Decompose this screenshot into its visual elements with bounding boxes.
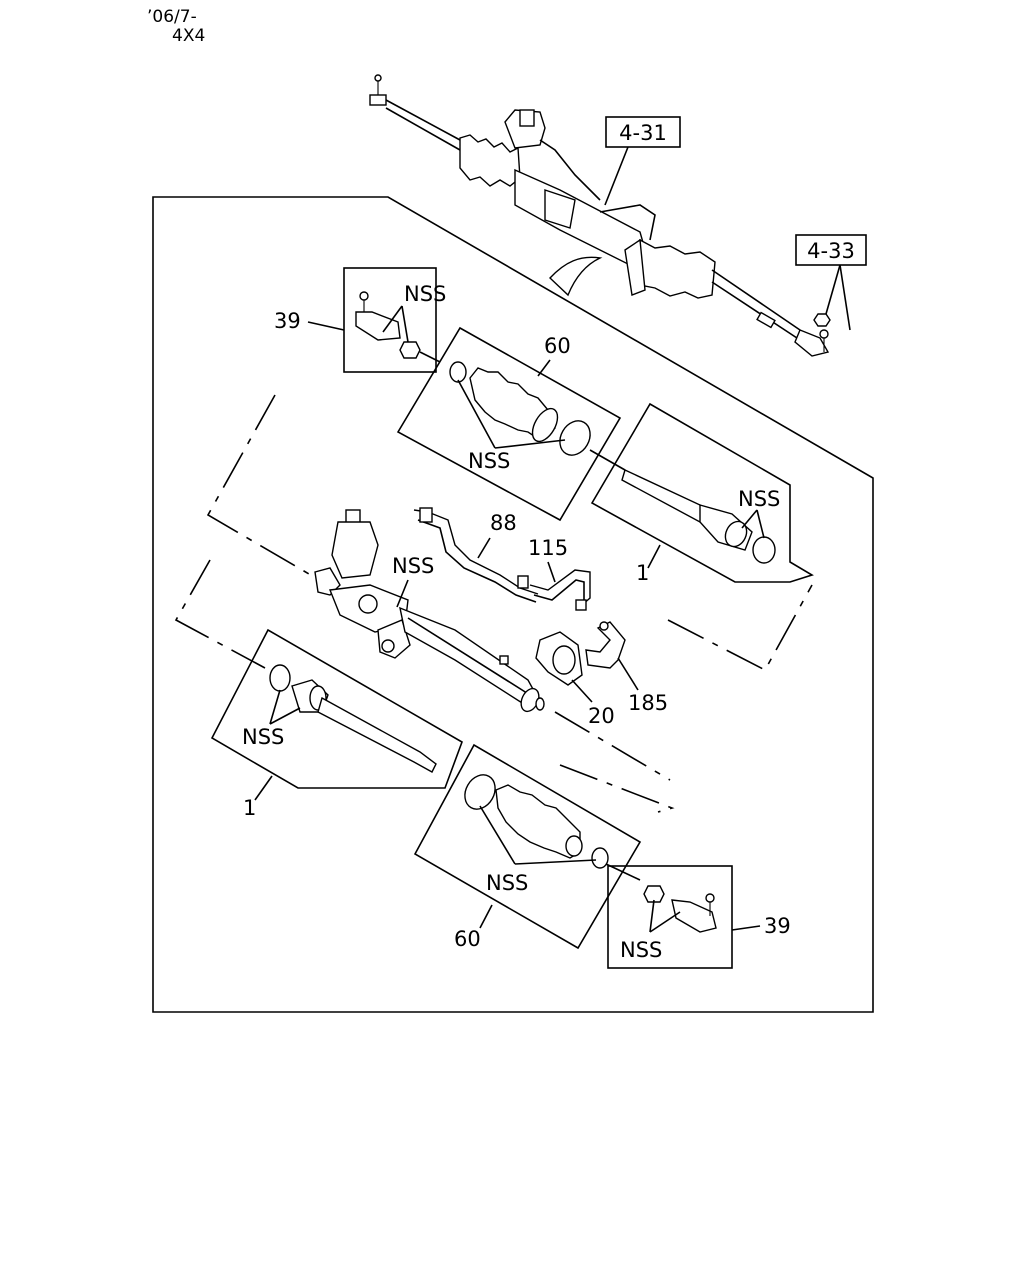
bracket-20	[535, 631, 583, 686]
inner-rod-lower-box	[210, 628, 463, 789]
inner-rod-upper-box	[590, 402, 814, 583]
hose-88	[413, 507, 539, 603]
nss-label-g: NSS	[620, 938, 662, 962]
ref-box-right	[795, 234, 867, 266]
nss-label-b: NSS	[468, 449, 510, 473]
tie-rod-end-upper-box	[343, 267, 437, 373]
callout-185: 185	[628, 691, 668, 715]
ref-box-top	[605, 116, 681, 148]
nss-label-c: NSS	[738, 487, 780, 511]
centerline-lower-left	[174, 559, 266, 669]
callout-1-lower: 1	[243, 796, 256, 820]
centerline-upper-right	[667, 584, 813, 672]
boot-kit-upper	[449, 361, 626, 471]
nss-label-e: NSS	[242, 725, 284, 749]
callout-1-upper: 1	[636, 561, 649, 585]
nss-label-d: NSS	[392, 554, 434, 578]
callout-20: 20	[588, 704, 615, 728]
header-drive-type: 4X4	[172, 26, 205, 46]
callout-60-upper: 60	[544, 334, 571, 358]
centerline-lower-mid	[554, 711, 671, 781]
ref-label-top: 4-31	[619, 121, 667, 145]
callout-39-lower: 39	[764, 914, 791, 938]
callout-39-upper: 39	[274, 309, 301, 333]
clamp-185	[585, 621, 626, 669]
callout-88: 88	[490, 511, 517, 535]
callout-115: 115	[528, 536, 568, 560]
hose-115	[529, 569, 591, 611]
boot-kit-lower-box	[413, 743, 642, 950]
steering-gear-housing	[314, 509, 545, 713]
boot-kit-upper-box	[396, 326, 622, 522]
header-model-year: ’06/7-	[147, 7, 197, 27]
inner-rod-lower	[269, 664, 437, 773]
centerline-lower-right	[559, 764, 675, 813]
exploded-view-frame	[152, 196, 874, 1013]
tie-rod-end-lower	[643, 885, 717, 933]
nss-label-f: NSS	[486, 871, 528, 895]
centerline-upper-left	[206, 394, 346, 596]
callout-60-lower: 60	[454, 927, 481, 951]
boot-kit-lower	[464, 774, 641, 881]
tie-rod-end-upper	[355, 291, 441, 363]
nss-label-a: NSS	[404, 282, 446, 306]
steering-gear-assembly-view	[369, 74, 831, 357]
inner-rod-upper	[621, 469, 776, 564]
tie-rod-end-lower-box	[607, 865, 733, 969]
ref-label-right: 4-33	[807, 239, 855, 263]
